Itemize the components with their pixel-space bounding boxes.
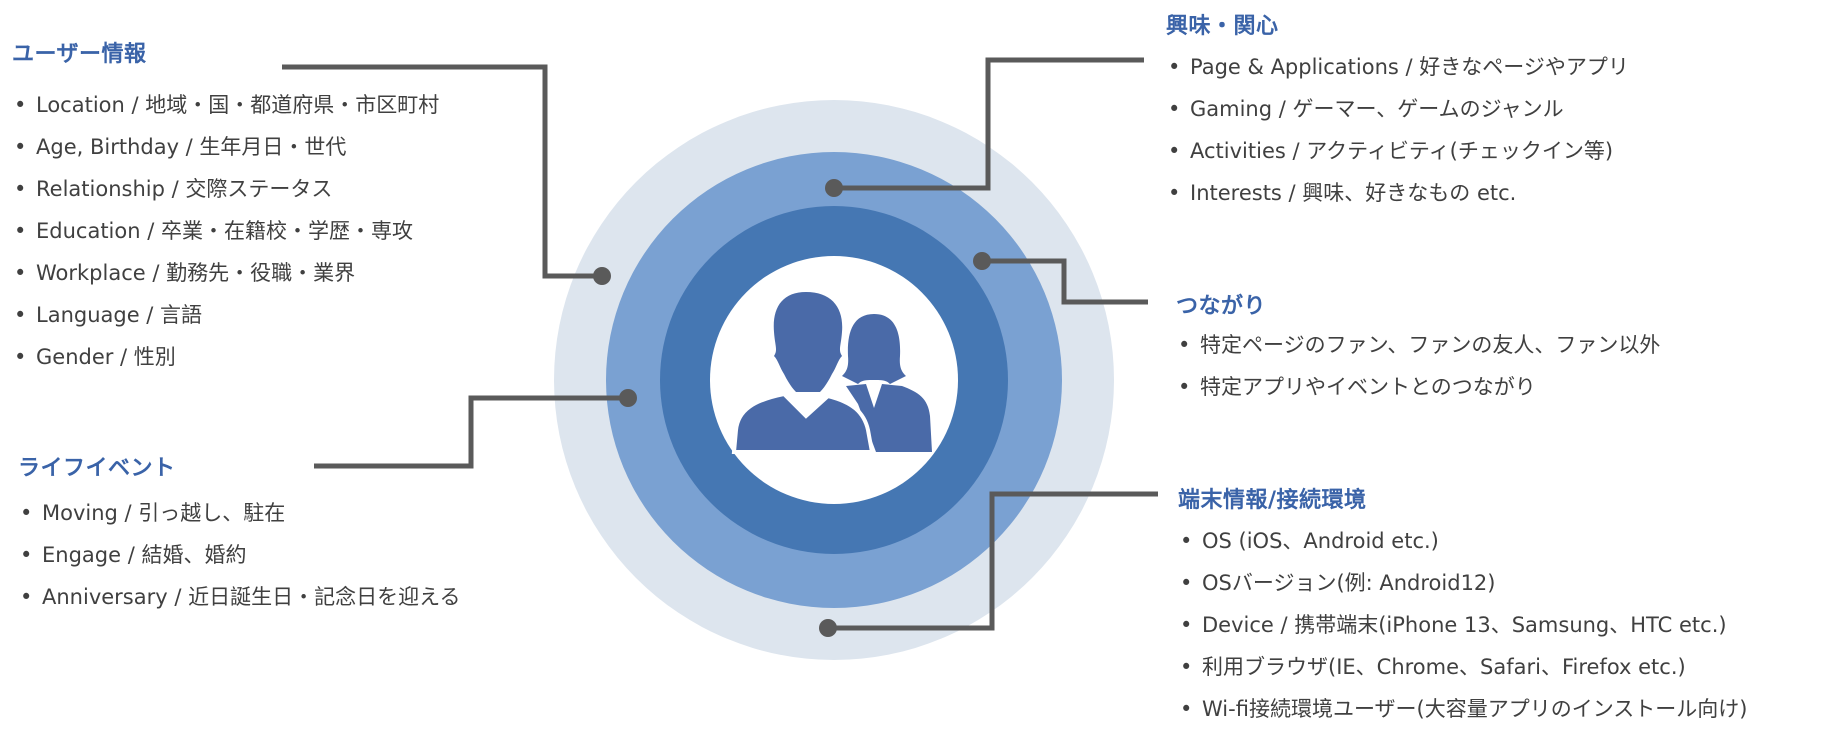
connector-interests	[834, 57, 1144, 191]
list-item: 特定アプリやイベントとのつながり	[1176, 366, 1660, 408]
connector-dot-interests	[825, 179, 843, 197]
list-item: Relationship / 交際ステータス	[12, 168, 439, 210]
list-item: 利用ブラウザ(IE、Chrome、Safari、Firefox etc.)	[1178, 646, 1748, 688]
connector-lines	[282, 57, 1158, 631]
connections-list: 特定ページのファン、ファンの友人、ファン以外 特定アプリやイベントとのつながり	[1176, 324, 1660, 408]
connections-group: つながり 特定ページのファン、ファンの友人、ファン以外 特定アプリやイベントとの…	[1176, 288, 1660, 408]
list-item: OS (iOS、Android etc.)	[1178, 520, 1748, 562]
user-info-heading: ユーザー情報	[12, 42, 147, 67]
list-item: Device / 携帯端末(iPhone 13、Samsung、HTC etc.…	[1178, 604, 1748, 646]
connector-device	[828, 491, 1158, 631]
device-group: 端末情報/接続環境 OS (iOS、Android etc.) OSバージョン(…	[1178, 482, 1748, 730]
user-info-list: Location / 地域・国・都道府県・市区町村 Age, Birthday …	[12, 84, 439, 378]
connections-heading: つながり	[1176, 294, 1267, 319]
life-events-group: ライフイベント Moving / 引っ越し、駐在 Engage / 結婚、婚約 …	[18, 450, 460, 618]
list-item: Age, Birthday / 生年月日・世代	[12, 126, 439, 168]
list-item: Gender / 性別	[12, 336, 439, 378]
device-heading: 端末情報/接続環境	[1178, 488, 1367, 513]
user-info-group: ユーザー情報 Location / 地域・国・都道府県・市区町村 Age, Bi…	[12, 36, 439, 378]
connector-user-info	[282, 64, 602, 279]
interests-group: 興味・関心 Page & Applications / 好きなページやアプリ G…	[1166, 8, 1629, 214]
list-item: Engage / 結婚、婚約	[18, 534, 460, 576]
center-circle	[710, 256, 958, 504]
two-people-silhouette-icon	[731, 292, 932, 454]
device-list: OS (iOS、Android etc.) OSバージョン(例: Android…	[1178, 520, 1748, 730]
list-item: Activities / アクティビティ(チェックイン等)	[1166, 130, 1629, 172]
connector-life-events	[314, 395, 628, 469]
connector-dot-life-events	[619, 389, 637, 407]
list-item: Workplace / 勤務先・役職・業界	[12, 252, 439, 294]
connector-dot-device	[819, 619, 837, 637]
list-item: OSバージョン(例: Android12)	[1178, 562, 1748, 604]
life-events-list: Moving / 引っ越し、駐在 Engage / 結婚、婚約 Annivers…	[18, 492, 460, 618]
connector-connections	[982, 258, 1148, 305]
interests-list: Page & Applications / 好きなページやアプリ Gaming …	[1166, 46, 1629, 214]
list-item: Interests / 興味、好きなもの etc.	[1166, 172, 1629, 214]
list-item: Education / 卒業・在籍校・学歴・専攻	[12, 210, 439, 252]
list-item: Language / 言語	[12, 294, 439, 336]
interests-heading: 興味・関心	[1166, 14, 1279, 39]
list-item: Moving / 引っ越し、駐在	[18, 492, 460, 534]
list-item: Location / 地域・国・都道府県・市区町村	[12, 84, 439, 126]
list-item: Gaming / ゲーマー、ゲームのジャンル	[1166, 88, 1629, 130]
list-item: Page & Applications / 好きなページやアプリ	[1166, 46, 1629, 88]
list-item: Wi-fi接続環境ユーザー(大容量アプリのインストール向け)	[1178, 688, 1748, 730]
list-item: 特定ページのファン、ファンの友人、ファン以外	[1176, 324, 1660, 366]
list-item: Anniversary / 近日誕生日・記念日を迎える	[18, 576, 460, 618]
connector-dot-user-info	[593, 267, 611, 285]
life-events-heading: ライフイベント	[18, 456, 176, 481]
connector-dot-connections	[973, 252, 991, 270]
